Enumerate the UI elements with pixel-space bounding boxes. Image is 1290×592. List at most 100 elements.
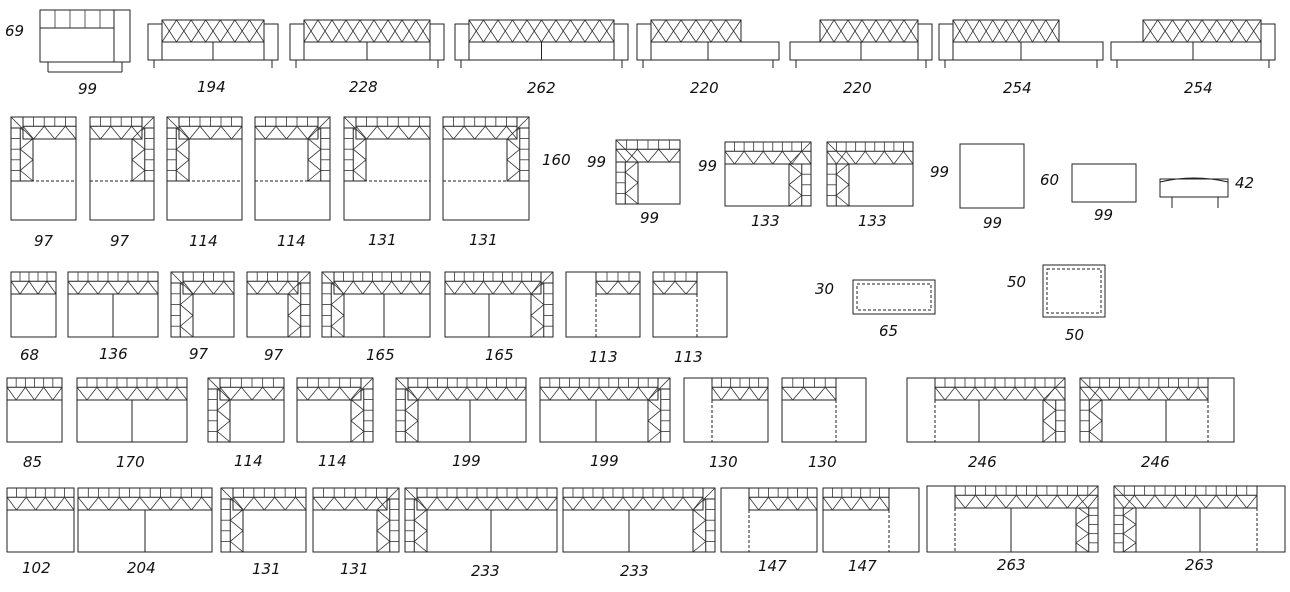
sofa-module bbox=[395, 377, 527, 443]
cushion-height-label: 50 bbox=[1007, 273, 1027, 291]
chaise-module bbox=[565, 271, 641, 338]
ottoman bbox=[959, 143, 1025, 209]
width-label: 263 bbox=[1185, 556, 1214, 574]
corner-module bbox=[246, 271, 311, 338]
corner-module bbox=[296, 377, 374, 443]
width-label: 131 bbox=[340, 560, 369, 578]
width-label: 130 bbox=[709, 453, 738, 471]
sofa-module bbox=[539, 377, 671, 443]
sofa-module bbox=[76, 377, 188, 443]
cushion bbox=[852, 279, 936, 315]
cushion-height-label: 30 bbox=[815, 280, 835, 298]
width-label: 130 bbox=[808, 453, 837, 471]
seat-module bbox=[10, 271, 57, 338]
width-label: 97 bbox=[34, 232, 54, 250]
width-label: 68 bbox=[20, 346, 40, 364]
width-label: 199 bbox=[590, 452, 619, 470]
width-label: 220 bbox=[690, 79, 719, 97]
sofa-elevation bbox=[938, 19, 1104, 68]
width-label: 99 bbox=[78, 80, 98, 98]
width-label: 246 bbox=[1141, 453, 1170, 471]
bench-depth-label: 60 bbox=[1040, 171, 1060, 189]
sofa-module bbox=[444, 271, 554, 338]
width-label: 114 bbox=[318, 452, 347, 470]
width-label: 147 bbox=[758, 557, 787, 575]
chaise-sofa bbox=[926, 485, 1099, 553]
corner-depth-label: 99 bbox=[698, 157, 718, 175]
sofa-module bbox=[404, 487, 558, 553]
seat-module bbox=[6, 377, 63, 443]
width-label: 97 bbox=[189, 345, 209, 363]
width-label: 254 bbox=[1184, 79, 1213, 97]
corner-module bbox=[89, 116, 155, 221]
width-label: 233 bbox=[620, 562, 649, 580]
cushion-width-label: 65 bbox=[879, 322, 899, 340]
corner-depth-label: 99 bbox=[587, 153, 607, 171]
corner-width-label: 99 bbox=[640, 209, 660, 227]
width-label: 114 bbox=[277, 232, 306, 250]
width-label: 136 bbox=[99, 345, 128, 363]
depth-label: 160 bbox=[542, 151, 571, 169]
corner-module bbox=[254, 116, 331, 221]
width-label: 228 bbox=[349, 78, 378, 96]
width-label: 147 bbox=[848, 557, 877, 575]
cushion-width-label: 50 bbox=[1065, 326, 1085, 344]
width-label: 165 bbox=[366, 346, 395, 364]
corner-module bbox=[312, 487, 400, 553]
sofa-module bbox=[562, 487, 716, 553]
chaise-module bbox=[720, 487, 818, 553]
armchair-elevation bbox=[39, 9, 131, 73]
corner-width-label: 133 bbox=[858, 212, 887, 230]
sofa-elevation bbox=[454, 19, 629, 68]
width-label: 131 bbox=[469, 231, 498, 249]
corner-module bbox=[220, 487, 307, 553]
corner-seat bbox=[724, 141, 812, 207]
width-label: 114 bbox=[189, 232, 218, 250]
width-label: 233 bbox=[471, 562, 500, 580]
width-label: 165 bbox=[485, 346, 514, 364]
corner-module bbox=[442, 116, 530, 221]
sofa-elevation bbox=[1110, 19, 1276, 68]
chaise-sofa bbox=[1113, 485, 1286, 553]
sofa-elevation bbox=[289, 19, 445, 68]
seat-module bbox=[6, 487, 75, 553]
corner-module bbox=[343, 116, 431, 221]
chaise-module bbox=[781, 377, 867, 443]
sofa-elevation bbox=[636, 19, 780, 68]
width-label: 246 bbox=[968, 453, 997, 471]
width-label: 113 bbox=[589, 348, 618, 366]
sofa-module bbox=[77, 487, 213, 553]
corner-module bbox=[10, 116, 77, 221]
corner-module bbox=[166, 116, 243, 221]
chaise-module bbox=[822, 487, 920, 553]
width-label: 102 bbox=[22, 559, 51, 577]
corner-seat bbox=[615, 139, 681, 205]
sofa-elevation bbox=[147, 19, 279, 68]
coffee-table bbox=[1159, 177, 1229, 208]
cushion bbox=[1042, 264, 1106, 318]
sofa-elevation bbox=[789, 19, 933, 68]
chaise-module bbox=[683, 377, 769, 443]
width-label: 114 bbox=[234, 452, 263, 470]
table-height-label: 42 bbox=[1235, 174, 1255, 192]
corner-module bbox=[207, 377, 285, 443]
corner-width-label: 133 bbox=[751, 212, 780, 230]
corner-seat bbox=[826, 141, 914, 207]
sofa-module bbox=[67, 271, 159, 338]
width-label: 170 bbox=[116, 453, 145, 471]
ottoman-width-label: 99 bbox=[983, 214, 1003, 232]
width-label: 204 bbox=[127, 559, 156, 577]
width-label: 220 bbox=[843, 79, 872, 97]
width-label: 97 bbox=[264, 346, 284, 364]
width-label: 194 bbox=[197, 78, 226, 96]
bench-width-label: 99 bbox=[1094, 206, 1114, 224]
width-label: 85 bbox=[23, 453, 43, 471]
height-label: 69 bbox=[5, 22, 25, 40]
corner-module bbox=[170, 271, 235, 338]
width-label: 263 bbox=[997, 556, 1026, 574]
width-label: 254 bbox=[1003, 79, 1032, 97]
width-label: 113 bbox=[674, 348, 703, 366]
width-label: 131 bbox=[368, 231, 397, 249]
sofa-module bbox=[321, 271, 431, 338]
